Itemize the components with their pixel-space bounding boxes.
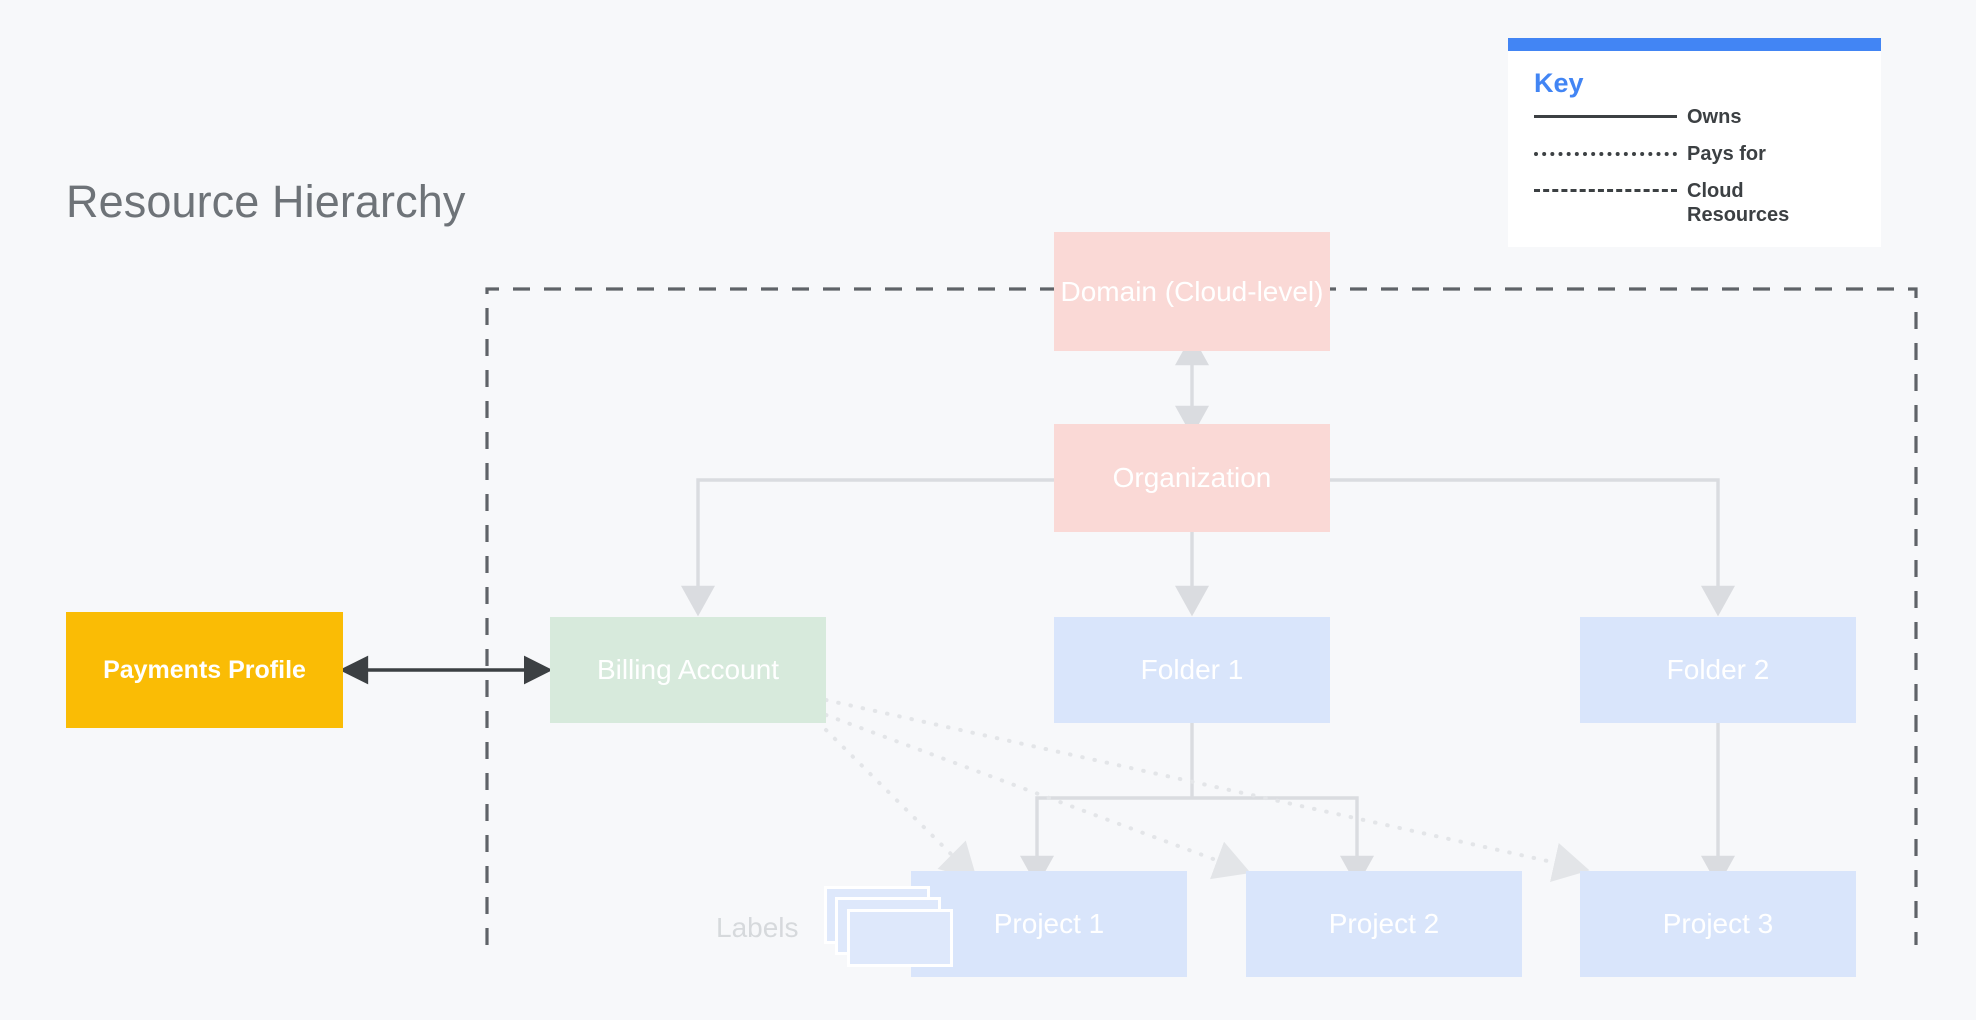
node-label: Billing Account (596, 654, 780, 685)
key-panel: Key Owns Pays for Cloud Resources (1508, 38, 1881, 248)
node-domain[interactable]: Domain (Cloud-level) (1054, 232, 1330, 351)
key-row-pays-for: Pays for (1534, 142, 1855, 168)
node-label: Folder 2 (1666, 654, 1770, 685)
node-project-3[interactable]: Project 3 (1580, 871, 1856, 977)
key-label-pays-for: Pays for (1687, 142, 1766, 165)
page-title: Resource Hierarchy (66, 176, 466, 227)
edge-organization-billing-account (681, 478, 1054, 617)
key-row-owns: Owns (1534, 105, 1855, 131)
edge-billing-account-project-1 (824, 728, 978, 881)
node-billing-account[interactable]: Billing Account (550, 617, 826, 723)
key-body: Key Owns Pays for Cloud Resources (1508, 51, 1881, 247)
node-label: Domain (Cloud-level) (1060, 275, 1324, 307)
edge-folder-1-project-2 (1192, 796, 1374, 887)
key-row-cloud-resources: Cloud Resources (1534, 179, 1855, 228)
label-card-front (847, 909, 953, 967)
key-heading: Key (1534, 68, 1584, 98)
node-label: Project 1 (993, 908, 1105, 939)
dashed-line-icon (1534, 179, 1677, 201)
node-organization[interactable]: Organization (1054, 424, 1330, 532)
key-label-cloud-resources: Cloud Resources (1687, 179, 1790, 227)
edge-billing-account-project-3 (824, 698, 1590, 883)
node-label: Project 3 (1662, 908, 1774, 939)
node-label: Folder 1 (1140, 654, 1244, 685)
solid-line-icon (1534, 105, 1677, 127)
node-label: Organization (1112, 462, 1272, 493)
key-accent-bar (1508, 38, 1881, 51)
edge-folder-1-project-1 (1020, 796, 1192, 887)
node-label: Project 2 (1328, 908, 1440, 939)
node-project-1[interactable]: Project 1 (911, 871, 1187, 977)
dotted-line-icon (1534, 142, 1677, 164)
labels-caption: Labels (716, 912, 799, 943)
node-label: Payments Profile (103, 655, 306, 684)
labels-stack-icon (824, 886, 956, 970)
edge-organization-folder-2 (1330, 478, 1735, 617)
node-folder-1[interactable]: Folder 1 (1054, 617, 1330, 723)
node-folder-2[interactable]: Folder 2 (1580, 617, 1856, 723)
node-project-2[interactable]: Project 2 (1246, 871, 1522, 977)
node-payments-profile[interactable]: Payments Profile (66, 612, 343, 728)
edge-billing-account-project-2 (824, 713, 1251, 880)
key-label-owns: Owns (1687, 105, 1742, 128)
